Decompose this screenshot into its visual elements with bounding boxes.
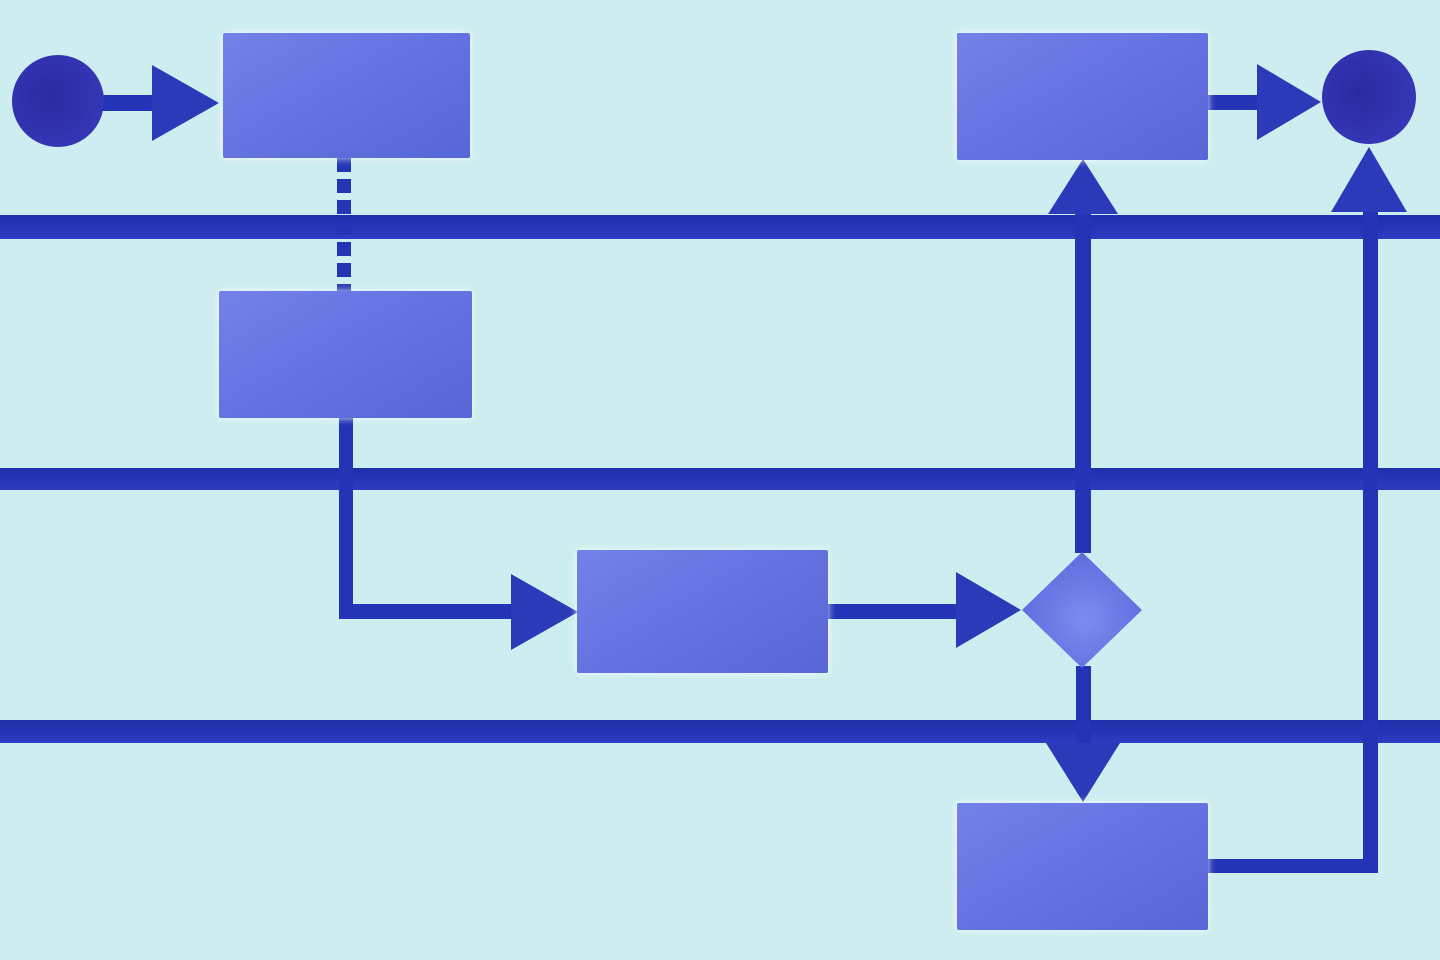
task-box-4 xyxy=(957,33,1208,160)
arrowhead-into-task3 xyxy=(511,574,578,650)
task-box-3 xyxy=(577,550,828,673)
start-event-circle xyxy=(12,55,104,147)
lane-divider-middle xyxy=(0,468,1440,490)
arrowhead-into-task5 xyxy=(1046,743,1120,802)
flow-gateway-up-vertical xyxy=(1075,212,1091,553)
flow-task2-elbow-horizontal xyxy=(339,604,513,619)
flow-return-vertical xyxy=(1363,212,1378,873)
decision-diamond xyxy=(1022,552,1142,668)
end-event-circle xyxy=(1322,50,1416,144)
lane-divider-bottom xyxy=(0,720,1440,743)
flow-task4-to-end-shaft xyxy=(1208,95,1260,110)
flow-task1-task2-dashed xyxy=(337,158,351,291)
flow-gateway-down-vertical xyxy=(1076,666,1091,744)
task-box-2 xyxy=(219,291,472,418)
flow-task2-down-vertical xyxy=(339,418,353,619)
arrowhead-into-end-from-below xyxy=(1331,147,1407,212)
flow-start-to-task1-shaft xyxy=(98,95,156,111)
flow-task3-to-gateway-shaft xyxy=(828,604,958,619)
task-box-5 xyxy=(957,803,1208,930)
lane-divider-top xyxy=(0,215,1440,239)
task-box-1 xyxy=(223,33,470,158)
arrowhead-into-end xyxy=(1257,64,1321,140)
arrowhead-into-task1 xyxy=(152,65,219,141)
arrowhead-into-gateway xyxy=(956,572,1021,648)
arrowhead-into-task4 xyxy=(1048,159,1118,214)
flow-return-horizontal xyxy=(1205,859,1378,873)
